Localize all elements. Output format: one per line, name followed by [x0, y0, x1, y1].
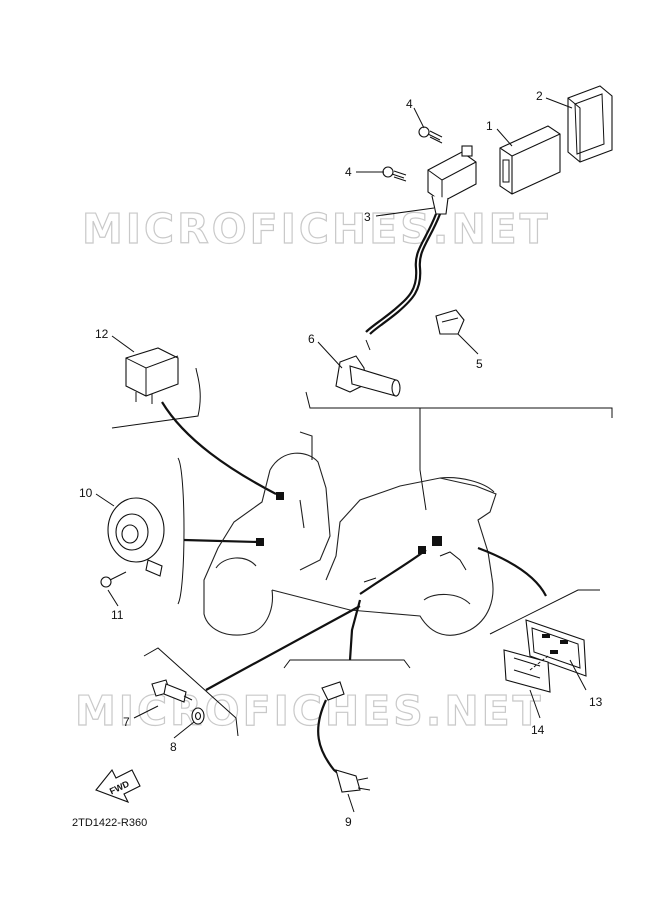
ignition-coil-part-3[interactable]: [427, 145, 477, 215]
watermark-top: MICROFICHES.NET: [82, 205, 551, 253]
callout-9: 9: [345, 815, 352, 829]
callout-12: 12: [95, 327, 109, 341]
fwd-arrow-icon: FWD: [95, 768, 141, 804]
horn-part-10[interactable]: [107, 497, 165, 577]
callout-14: 14: [531, 723, 545, 737]
ecu-cover-part-2[interactable]: [567, 85, 613, 163]
spark-plug-cap-part-6[interactable]: [335, 339, 401, 397]
high-tension-lead: [369, 213, 442, 335]
scooter-outline: [203, 431, 497, 636]
clamp-part-5[interactable]: [435, 309, 465, 335]
callout-6: 6: [308, 332, 315, 346]
washer-part-8[interactable]: [191, 707, 205, 725]
ecu-part-1[interactable]: [499, 125, 561, 195]
callout-7: 7: [123, 715, 130, 729]
callout-4-upper: 4: [406, 97, 413, 111]
callout-5: 5: [476, 357, 483, 371]
gasket-part-14[interactable]: [503, 649, 551, 693]
callout-10: 10: [79, 486, 93, 500]
callout-1: 1: [486, 119, 493, 133]
relay-part-12[interactable]: [125, 347, 179, 404]
bolt-part-11[interactable]: [100, 571, 127, 588]
bolt-part-4-lower[interactable]: [382, 166, 407, 182]
watermark-bottom: MICROFICHES.NET: [75, 687, 544, 735]
switch-part-9[interactable]: [317, 681, 371, 793]
callout-4-lower: 4: [345, 165, 352, 179]
bolt-part-4-upper[interactable]: [418, 126, 443, 144]
sensor-part-7[interactable]: [151, 679, 193, 703]
callout-13: 13: [589, 695, 603, 709]
callout-2: 2: [536, 89, 543, 103]
diagram-code: 2TD1422-R360: [72, 817, 147, 829]
callout-3: 3: [364, 210, 371, 224]
callout-8: 8: [170, 740, 177, 754]
callout-11: 11: [111, 608, 124, 622]
